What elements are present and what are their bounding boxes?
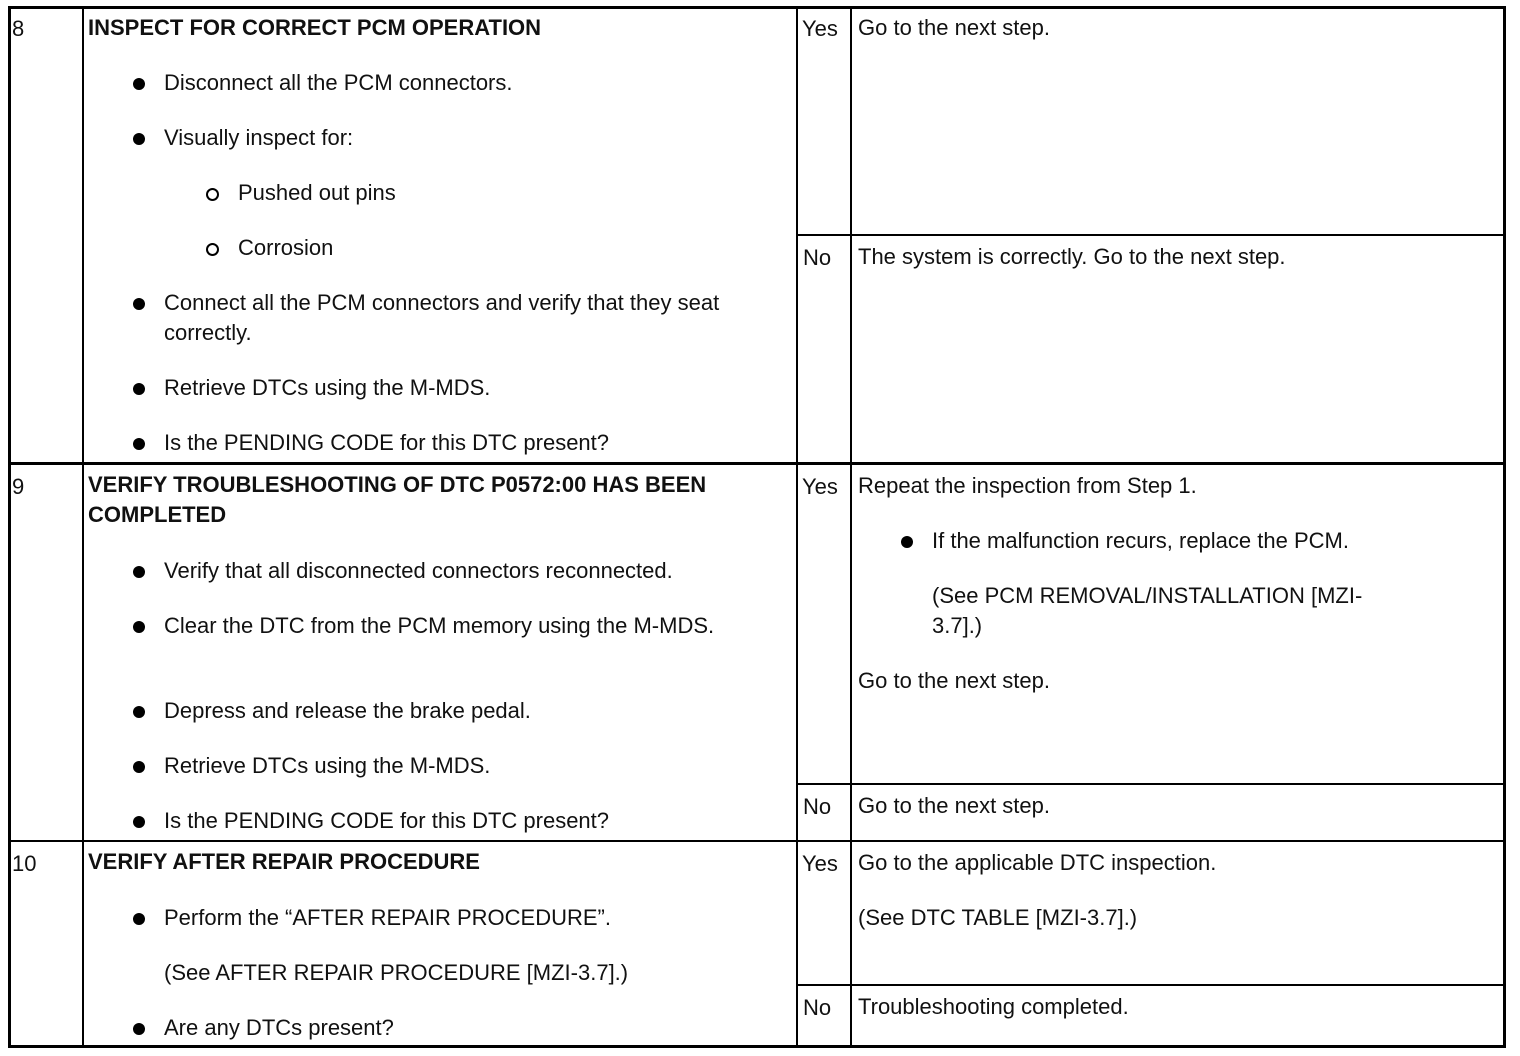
action-item: Retrieve DTCs using the M-MDS. xyxy=(164,753,491,778)
action-item: Visually inspect for: xyxy=(164,125,354,150)
yes-result: Repeat the inspection from Step 1. xyxy=(858,473,1197,498)
action-item: Retrieve DTCs using the M-MDS. xyxy=(164,375,491,400)
action-item: Perform the “AFTER REPAIR PROCEDURE”. xyxy=(164,905,611,930)
action-item: Clear the DTC from the PCM memory using … xyxy=(164,613,715,638)
action-item: Is the PENDING CODE for this DTC present… xyxy=(164,808,610,833)
action-subitem: Pushed out pins xyxy=(238,180,396,205)
step-number: 10 xyxy=(12,851,37,876)
yes-label: Yes xyxy=(802,474,838,499)
no-result: Go to the next step. xyxy=(858,793,1051,818)
no-result: The system is correctly. Go to the next … xyxy=(858,244,1286,269)
yes-after: Go to the next step. xyxy=(858,668,1051,693)
action-item: Depress and release the brake pedal. xyxy=(164,698,531,723)
action-reference: (See AFTER REPAIR PROCEDURE [MZI-3.7].) xyxy=(164,960,629,985)
yes-no-divider xyxy=(797,234,1506,236)
step-title: INSPECT FOR CORRECT PCM OPERATION xyxy=(88,15,542,40)
no-label: No xyxy=(803,794,832,819)
sub-bullet-icon xyxy=(206,188,219,201)
yes-bullet: If the malfunction recurs, replace the P… xyxy=(932,528,1349,553)
action-item: Verify that all disconnected connectors … xyxy=(164,558,673,583)
yes-label: Yes xyxy=(802,16,838,41)
bullet-icon xyxy=(133,913,145,925)
yes-result: Go to the next step. xyxy=(858,15,1051,40)
bullet-icon xyxy=(133,566,145,578)
action-subitem: Corrosion xyxy=(238,235,334,260)
yes-label: Yes xyxy=(802,851,838,876)
step-number: 8 xyxy=(12,16,25,41)
yes-reference: (See PCM REMOVAL/INSTALLATION [MZI-3.7].… xyxy=(932,583,1363,638)
bullet-icon xyxy=(133,761,145,773)
bullet-icon xyxy=(133,78,145,90)
step-number: 9 xyxy=(12,474,25,499)
column-divider xyxy=(796,8,798,1047)
yes-reference: (See DTC TABLE [MZI-3.7].) xyxy=(858,905,1138,930)
bullet-icon xyxy=(133,621,145,633)
no-label: No xyxy=(803,995,832,1020)
column-divider xyxy=(850,8,852,1047)
action-item: Connect all the PCM connectors and verif… xyxy=(164,290,720,345)
no-label: No xyxy=(803,245,832,270)
step-title: VERIFY TROUBLESHOOTING OF DTC P0572:00 H… xyxy=(88,472,707,527)
action-item: Disconnect all the PCM connectors. xyxy=(164,70,513,95)
bullet-icon xyxy=(133,706,145,718)
bullet-icon xyxy=(133,133,145,145)
bullet-icon xyxy=(133,438,145,450)
bullet-icon xyxy=(901,536,913,548)
yes-result: Go to the applicable DTC inspection. xyxy=(858,850,1217,875)
row-divider xyxy=(8,462,1506,465)
step-title: VERIFY AFTER REPAIR PROCEDURE xyxy=(88,849,480,874)
column-divider xyxy=(82,8,84,1047)
row-divider xyxy=(8,840,1506,842)
yes-no-divider xyxy=(797,783,1506,785)
troubleshooting-table xyxy=(8,6,1506,1048)
sub-bullet-icon xyxy=(206,243,219,256)
action-item: Are any DTCs present? xyxy=(164,1015,394,1040)
bullet-icon xyxy=(133,1023,145,1035)
yes-no-divider xyxy=(797,984,1506,986)
bullet-icon xyxy=(133,298,145,310)
action-item: Is the PENDING CODE for this DTC present… xyxy=(164,430,610,455)
bullet-icon xyxy=(133,383,145,395)
no-result: Troubleshooting completed. xyxy=(858,994,1129,1019)
bullet-icon xyxy=(133,816,145,828)
